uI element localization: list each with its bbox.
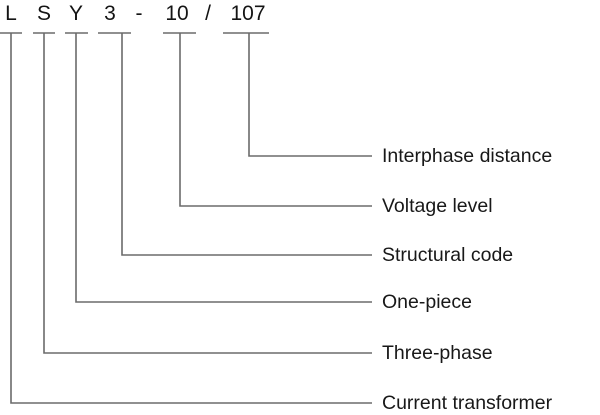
leader-line-seg-l <box>10 33 372 404</box>
label-seg-s: Three-phase <box>382 342 493 364</box>
code-char-seg-3: 3 <box>104 2 116 25</box>
leader-line-seg-y <box>75 33 372 303</box>
code-char-seg-10: 10 <box>165 2 189 25</box>
leader-line-seg-3 <box>121 33 372 256</box>
leader-line-seg-107 <box>248 33 372 157</box>
code-char-seg-l: L <box>5 2 17 25</box>
code-char-seg-s: S <box>36 2 52 25</box>
label-seg-10: Voltage level <box>382 195 493 217</box>
label-seg-l: Current transformer <box>382 392 553 414</box>
code-separator-sep-slash: / <box>205 2 211 25</box>
leader-line-seg-s <box>43 33 372 354</box>
code-char-seg-y: Y <box>68 2 84 25</box>
label-seg-107: Interphase distance <box>382 145 553 167</box>
code-char-seg-107: 107 <box>230 2 266 25</box>
label-seg-3: Structural code <box>382 244 514 266</box>
leader-paths-group <box>10 33 372 404</box>
leader-line-seg-10 <box>179 33 372 207</box>
label-seg-y: One-piece <box>382 291 472 313</box>
code-separator-sep-dash: - <box>135 2 143 25</box>
